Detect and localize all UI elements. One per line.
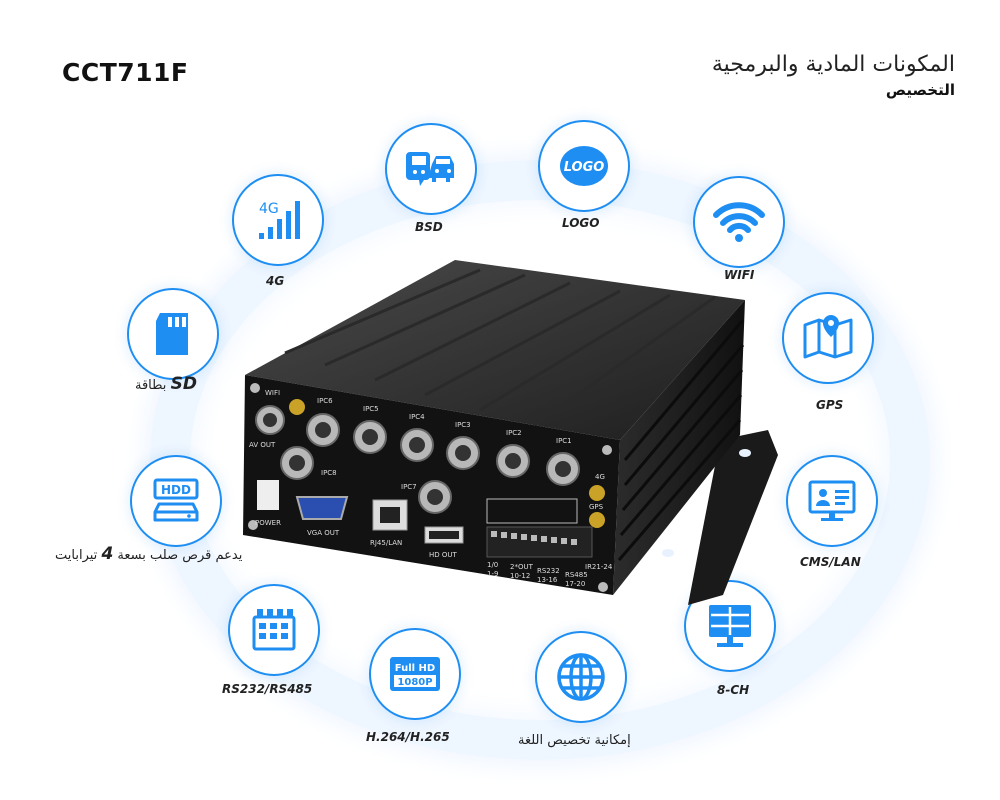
model-name: CCT711F bbox=[62, 58, 189, 87]
port-io-range: 1-9 bbox=[487, 570, 498, 578]
port-ipc5-label: IPC5 bbox=[363, 405, 379, 413]
4g-icon-text: 4G bbox=[259, 201, 279, 217]
hdd-label-prefix: يدعم قرص صلب بسعة bbox=[117, 548, 243, 563]
bsd-icon bbox=[385, 123, 477, 215]
map-pin-icon bbox=[782, 292, 874, 384]
hdd-label: يدعم قرص صلب بسعة 4 تيرابايت bbox=[55, 544, 242, 564]
page-heading: المكونات المادية والبرمجية التخصيص bbox=[712, 52, 955, 99]
port-4g-label: 4G bbox=[595, 473, 605, 481]
port-ipc4-label: IPC4 bbox=[409, 413, 425, 421]
hdd-icon-text: HDD bbox=[161, 483, 191, 497]
page-title: المكونات المادية والبرمجية bbox=[711, 52, 955, 77]
hdd-label-suffix: تيرابايت bbox=[55, 548, 98, 563]
8ch-label: 8-CH bbox=[717, 683, 750, 697]
monitor-user-icon bbox=[786, 455, 878, 547]
wifi-icon bbox=[693, 176, 785, 268]
port-io-label: 1/0 bbox=[487, 561, 498, 569]
full-hd-icon: Full HD 1080P bbox=[369, 628, 461, 720]
port-ipc8-label: IPC8 bbox=[321, 469, 337, 477]
port-gps-label: GPS bbox=[589, 503, 604, 511]
globe-icon bbox=[535, 631, 627, 723]
full-hd-top-text: Full HD bbox=[395, 663, 435, 674]
logo-icon-text: LOGO bbox=[564, 160, 605, 175]
port-rs232-label: RS232 bbox=[537, 567, 560, 575]
port-rs485-range: 17-20 bbox=[565, 580, 585, 588]
4g-label: 4G bbox=[266, 274, 285, 288]
port-rs232-range: 13-16 bbox=[537, 576, 558, 584]
port-ir-label: IR21-24 bbox=[585, 563, 613, 571]
gps-label: GPS bbox=[816, 398, 844, 412]
port-vga-label: VGA OUT bbox=[307, 529, 340, 537]
logo-icon: LOGO bbox=[538, 120, 630, 212]
port-ipc7-label: IPC7 bbox=[401, 483, 417, 491]
codec-label: H.264/H.265 bbox=[366, 730, 450, 744]
bsd-label: BSD bbox=[415, 220, 443, 234]
port-wifi-label: WIFI bbox=[265, 389, 280, 397]
logo-label: LOGO bbox=[562, 216, 600, 230]
hdd-label-num: 4 bbox=[101, 544, 114, 564]
sd-label-text: SD bbox=[170, 374, 197, 394]
port-ipc3-label: IPC3 bbox=[455, 421, 471, 429]
port-out-range: 10-12 bbox=[510, 572, 530, 580]
port-hdout-label: HD OUT bbox=[429, 551, 458, 559]
cms-label: CMS/LAN bbox=[800, 555, 861, 569]
wifi-label: WIFI bbox=[724, 268, 755, 282]
serial-port-icon bbox=[228, 584, 320, 676]
port-ipc1-label: IPC1 bbox=[556, 437, 572, 445]
hdd-icon: HDD bbox=[130, 455, 222, 547]
port-ipc2-label: IPC2 bbox=[506, 429, 522, 437]
page-subtitle: التخصيص bbox=[885, 81, 955, 99]
port-ipc6-label: IPC6 bbox=[317, 397, 333, 405]
full-hd-bottom-text: 1080P bbox=[397, 677, 432, 688]
rs-label: RS232/RS485 bbox=[222, 682, 313, 696]
port-out-label: 2*OUT bbox=[510, 563, 534, 571]
port-rs485-label: RS485 bbox=[565, 571, 588, 579]
signal-4g-icon: 4G bbox=[232, 174, 324, 266]
port-power-label: POWER bbox=[255, 519, 281, 527]
sd-card-icon bbox=[127, 288, 219, 380]
language-label: إمكانية تخصيص اللغة bbox=[518, 733, 631, 748]
port-avout-label: AV OUT bbox=[249, 441, 276, 449]
sd-label-suffix: بطاقة bbox=[135, 378, 167, 393]
mdvr-device: WIFI AV OUT IPC6 IPC5 IPC4 IPC3 IPC2 IPC… bbox=[243, 260, 778, 605]
port-rj45-label: RJ45/LAN bbox=[370, 539, 402, 547]
sd-label: SD بطاقة bbox=[135, 374, 197, 394]
